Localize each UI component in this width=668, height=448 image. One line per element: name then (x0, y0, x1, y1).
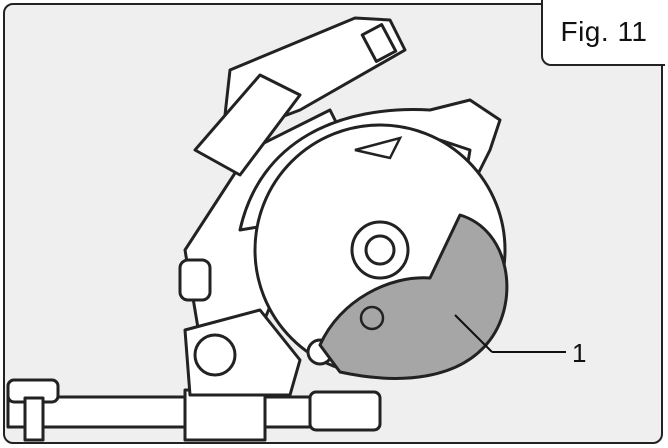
handle-switch (360, 23, 398, 63)
lower-blade-guard (318, 213, 509, 380)
clamp-post (23, 396, 45, 442)
arbor-nut (364, 234, 396, 266)
arrow-direction-icon (354, 136, 403, 160)
base-bracket (183, 388, 267, 442)
rail-end-cap (308, 390, 382, 432)
motor-knob (178, 258, 212, 302)
callout-leader (454, 314, 493, 353)
side-grip (193, 73, 302, 177)
pivot-knob (193, 333, 237, 377)
callout-number: 1 (572, 338, 587, 368)
figure-label: Fig. 11 (541, 0, 665, 66)
guard-hole (359, 305, 385, 331)
